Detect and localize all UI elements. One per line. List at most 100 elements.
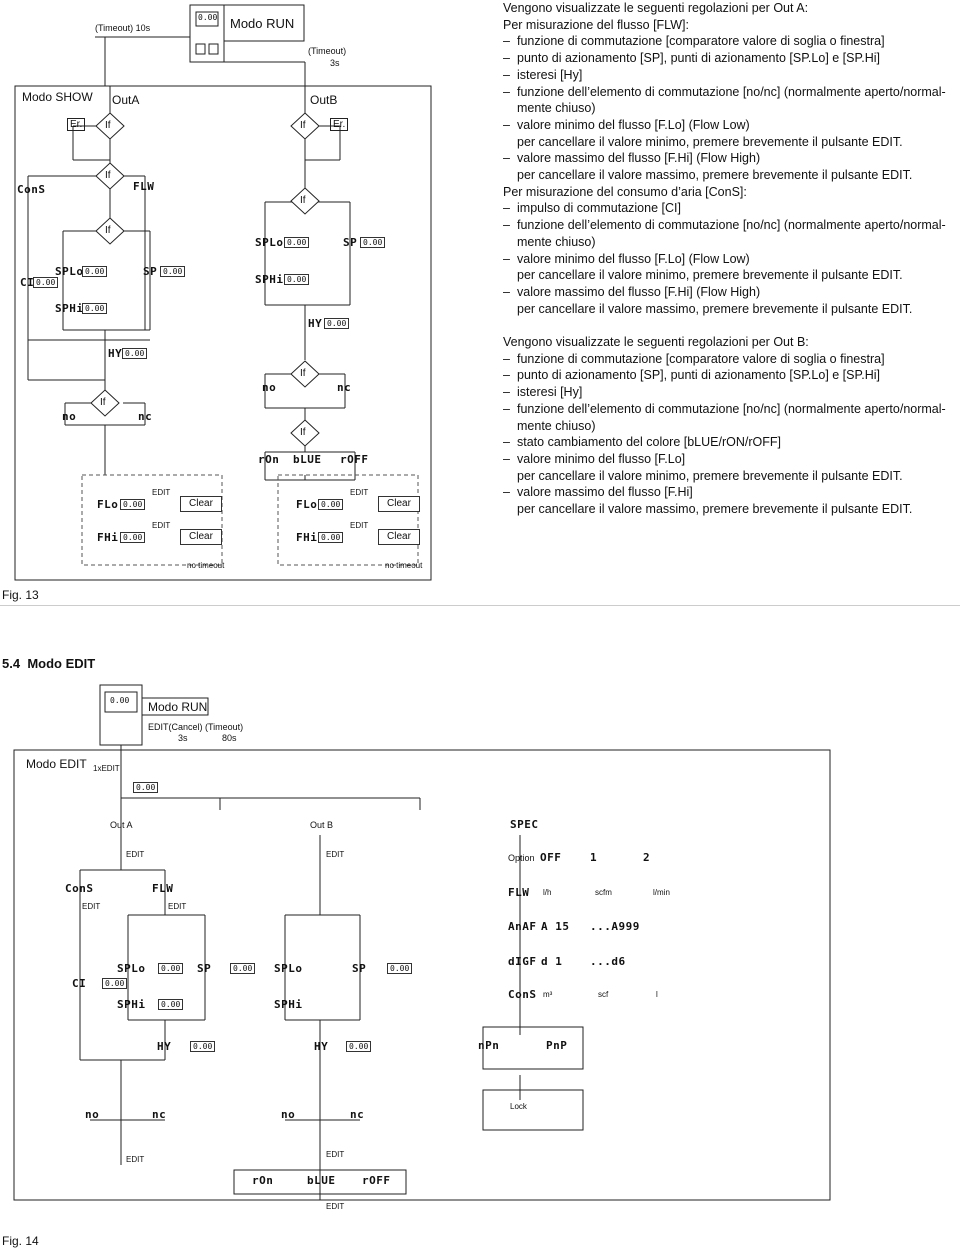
outb-item-5: stato cambiamento del colore [bLUE/rON/r… [517, 435, 781, 450]
clear-button-a1[interactable]: Clear [180, 496, 222, 512]
no-label-a: no [62, 410, 77, 423]
description-text: Vengono visualizzate le seguenti regolaz… [503, 0, 958, 518]
fig14-cons: ConS [65, 882, 94, 895]
fig14-out-a: Out A [110, 820, 133, 830]
fig14-no-b: no [281, 1108, 296, 1121]
device-screen: 0.00 [198, 13, 218, 22]
fig14-1xedit: 1xEDIT [93, 764, 120, 773]
flo-label-a: FLo [97, 498, 119, 511]
fig14-option: Option [508, 853, 535, 863]
fig14-hy-a: HY [157, 1040, 172, 1053]
fig14-3s: 3s [178, 733, 188, 743]
fig14-edit-flw: EDIT [168, 902, 187, 911]
outb-item-4-cont: mente chiuso) [517, 418, 596, 433]
fig14-hy-b-value: 0.00 [346, 1041, 372, 1052]
if-2: If [105, 170, 111, 181]
timeout3-value: 3s [330, 58, 340, 68]
clear-button-b1[interactable]: Clear [378, 496, 420, 512]
outa-item-2: punto di azionamento [SP], punti di azio… [517, 51, 880, 66]
hy-value-b: 0.00 [324, 318, 350, 329]
splo-label-b: SPLo [255, 236, 284, 249]
flw-label: FLW [133, 180, 155, 193]
cons-label: ConS [17, 183, 46, 196]
fig14-sphi-a: SPHi [117, 998, 146, 1011]
sp-value-a: 0.00 [160, 266, 186, 277]
section-title: Modo EDIT [27, 656, 96, 671]
fig14-opt1: 1 [590, 851, 598, 864]
modo-show-label: Modo SHOW [22, 90, 93, 104]
outb-item-7: valore massimo del flusso [F.Hi] [517, 485, 693, 500]
splo-value-b: 0.00 [284, 237, 310, 248]
fig14-sp-a: SP [197, 962, 212, 975]
sphi-label-a: SPHi [55, 302, 84, 315]
fig14-roff: rOFF [362, 1174, 391, 1187]
fig14-splo-b: SPLo [274, 962, 303, 975]
cons-item-3: valore minimo del flusso [F.Lo] (Flow Lo… [517, 251, 750, 266]
fig14-sphi-a-value: 0.00 [158, 999, 184, 1010]
clear-button-a2[interactable]: Clear [180, 529, 222, 545]
outa-item-1: funzione di commutazione [comparatore va… [517, 34, 885, 49]
fig14-sp-a-value: 0.00 [230, 963, 256, 974]
fig14-no-a: no [85, 1108, 100, 1121]
fig14-nc-b: nc [350, 1108, 365, 1121]
cons-item-2-cont: mente chiuso) [517, 234, 596, 249]
fig14-timeout: (Timeout) [205, 722, 244, 732]
er-label-b: Er. [330, 118, 349, 131]
outa-label: OutA [112, 93, 140, 107]
flo-label-b: FLo [296, 498, 318, 511]
hy-value-a: 0.00 [122, 348, 148, 359]
hy-label-b: HY [308, 317, 323, 330]
sp-label-a: SP [143, 265, 158, 278]
fig13-caption: Fig. 13 [2, 588, 39, 602]
fig14-d6: ...d6 [590, 955, 626, 968]
fhi-value-b: 0.00 [318, 532, 344, 543]
cons-item-4-note: per cancellare il valore massimo, premer… [517, 301, 913, 316]
sphi-value-a: 0.00 [82, 303, 108, 314]
outa-intro: Vengono visualizzate le seguenti regolaz… [503, 1, 809, 15]
if-4: If [100, 397, 106, 408]
er-label-a: Er. [67, 118, 86, 131]
fig14-lock: Lock [510, 1102, 527, 1111]
fig14-splo-a-value: 0.00 [158, 963, 184, 974]
timeout3-label: (Timeout) [308, 46, 347, 56]
cons-item-4: valore massimo del flusso [F.Hi] (Flow H… [517, 284, 761, 299]
if-6: If [300, 195, 306, 206]
fig14-caption: Fig. 14 [2, 1234, 39, 1248]
cons-item-2: funzione dell’elemento di commutazione [… [517, 218, 946, 233]
fig14-edit-a: EDIT [126, 850, 145, 859]
fig14-cons-unit: ConS [508, 988, 537, 1001]
flo-value-a: 0.00 [120, 499, 146, 510]
divider [0, 605, 960, 606]
splo-label-a: SPLo [55, 265, 84, 278]
cons-intro: Per misurazione del consumo d’aria [ConS… [503, 184, 747, 199]
fig14-m3: m³ [543, 990, 553, 999]
fig14-scfm: scfm [595, 888, 612, 897]
blue-label: bLUE [293, 453, 322, 466]
flo-value-b: 0.00 [318, 499, 344, 510]
section-heading: 5.4 Modo EDIT [2, 656, 95, 671]
clear-button-b2[interactable]: Clear [378, 529, 420, 545]
nc-label-b: nc [337, 381, 352, 394]
fig14-flw: FLW [508, 886, 530, 899]
outb-item-6-note: per cancellare il valore minimo, premere… [517, 468, 903, 483]
fig14-opt2: 2 [643, 851, 651, 864]
fig14-spec: SPEC [510, 818, 539, 831]
cons-item-1: impulso di commutazione [CI] [517, 201, 681, 216]
outa-item-3: isteresi [Hy] [517, 67, 583, 82]
fig14-splo-a: SPLo [117, 962, 146, 975]
outa-item-4: funzione dell’elemento di commutazione [… [517, 84, 946, 99]
sp-value-b: 0.00 [360, 237, 386, 248]
outa-item-6-note: per cancellare il valore massimo, premer… [517, 168, 913, 183]
fig14-sp-b: SP [352, 962, 367, 975]
no-timeout-a: no timeout [187, 561, 225, 570]
fig14-ci: CI [72, 977, 87, 990]
timeout10-label: (Timeout) 10s [95, 23, 151, 33]
fig14-ci-value: 0.00 [102, 978, 128, 989]
sphi-value-b: 0.00 [284, 274, 310, 285]
outb-item-2: punto di azionamento [SP], punti di azio… [517, 368, 880, 383]
outb-item-1: funzione di commutazione [comparatore va… [517, 351, 885, 366]
cons-item-3-note: per cancellare il valore minimo, premere… [517, 268, 903, 283]
edit-label-a1: EDIT [152, 488, 171, 497]
if-8: If [300, 427, 306, 438]
hy-label-a: HY [108, 347, 123, 360]
